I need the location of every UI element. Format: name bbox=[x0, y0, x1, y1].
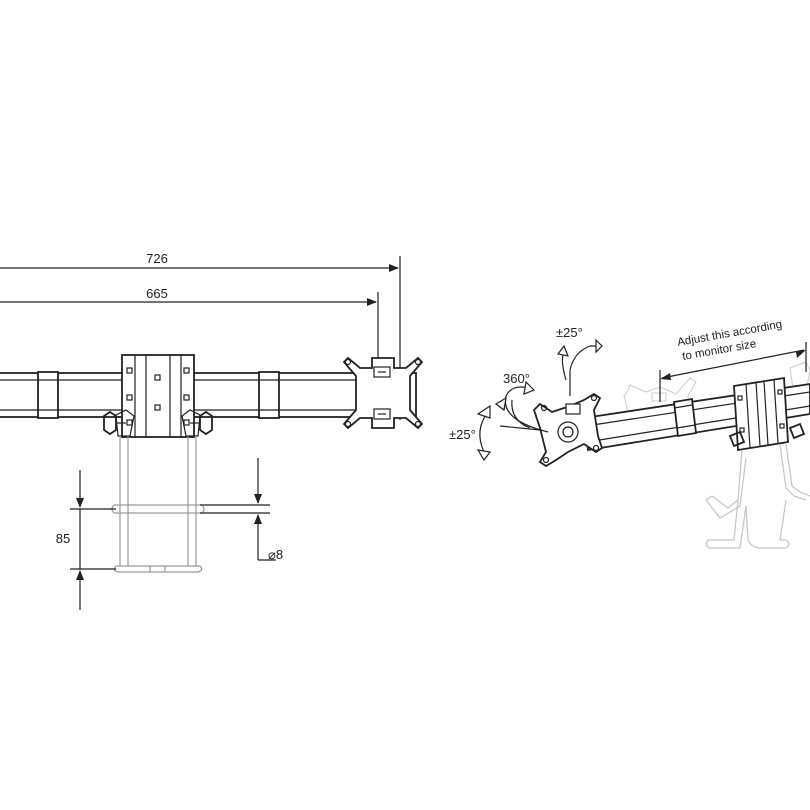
perspective-view: Adjust this according to monitor size bbox=[449, 319, 810, 549]
dimension-726-label: 726 bbox=[146, 251, 168, 266]
vesa-plate-front bbox=[342, 356, 424, 430]
dimension-diameter: ⌀8 bbox=[200, 458, 283, 562]
perspective-grommet bbox=[705, 443, 810, 549]
perspective-mount-plate bbox=[728, 376, 806, 452]
front-view: 726 665 bbox=[0, 251, 424, 610]
dimension-665-label: 665 bbox=[146, 286, 168, 301]
tilt-arrow-top: ±25° bbox=[556, 325, 603, 396]
swivel-label: ±25° bbox=[449, 427, 476, 442]
grommet-rods bbox=[111, 436, 205, 573]
tilt-top-label: ±25° bbox=[556, 325, 583, 340]
center-mount-plate bbox=[121, 354, 195, 438]
swivel-arrow: ±25° bbox=[449, 404, 541, 462]
dimension-85-label: 85 bbox=[56, 531, 70, 546]
dimension-diameter-label: ⌀8 bbox=[268, 547, 283, 562]
rotation-arrow: 360° bbox=[494, 371, 549, 433]
perspective-vesa-plate bbox=[532, 392, 604, 468]
rotation-label: 360° bbox=[503, 371, 530, 386]
bar-sleeve-left bbox=[37, 371, 59, 419]
clamp-knob-left bbox=[103, 410, 126, 436]
perspective-sleeve bbox=[673, 397, 697, 438]
bar-sleeve-right bbox=[258, 371, 280, 419]
dimension-85: 85 bbox=[56, 470, 116, 610]
crossbar bbox=[0, 372, 417, 418]
clamp-knob-right bbox=[190, 410, 213, 436]
clamp-brackets bbox=[115, 409, 201, 437]
